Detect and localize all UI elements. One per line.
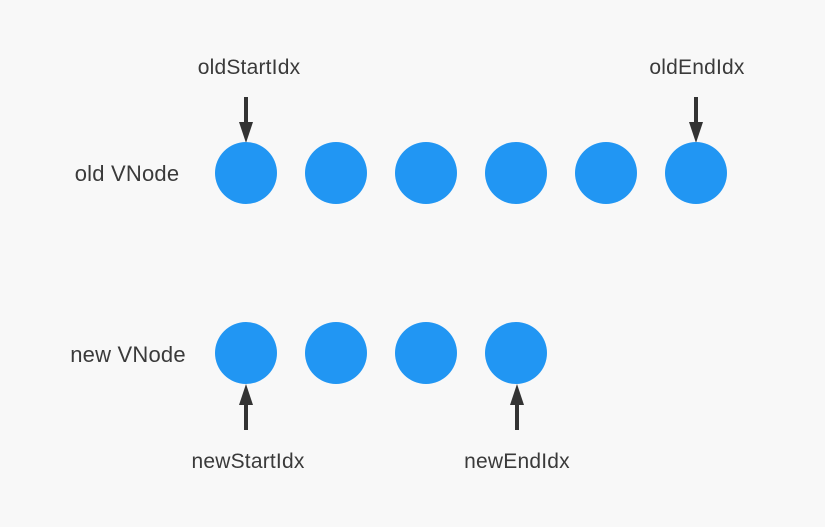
vnode-circle	[215, 142, 277, 204]
new-vnode-row	[215, 322, 547, 384]
old-end-idx-label: oldEndIdx	[649, 56, 745, 79]
old-start-arrow-down-icon	[239, 97, 253, 143]
old-vnode-row	[215, 142, 727, 204]
new-start-arrow-up-icon	[239, 384, 253, 430]
vnode-circle	[485, 322, 547, 384]
vnode-circle	[575, 142, 637, 204]
new-end-idx-label: newEndIdx	[464, 450, 570, 473]
old-vnode-row-label: old VNode	[74, 161, 180, 186]
vnode-circle	[395, 142, 457, 204]
new-vnode-row-label: new VNode	[70, 342, 186, 367]
vnode-circle	[485, 142, 547, 204]
vnode-circle	[665, 142, 727, 204]
vnode-circle	[305, 322, 367, 384]
new-start-idx-label: newStartIdx	[191, 450, 305, 473]
vnode-circle	[305, 142, 367, 204]
old-start-idx-label: oldStartIdx	[197, 56, 301, 79]
vnode-circle	[215, 322, 277, 384]
old-end-arrow-down-icon	[689, 97, 703, 143]
new-end-arrow-up-icon	[510, 384, 524, 430]
vnode-circle	[395, 322, 457, 384]
